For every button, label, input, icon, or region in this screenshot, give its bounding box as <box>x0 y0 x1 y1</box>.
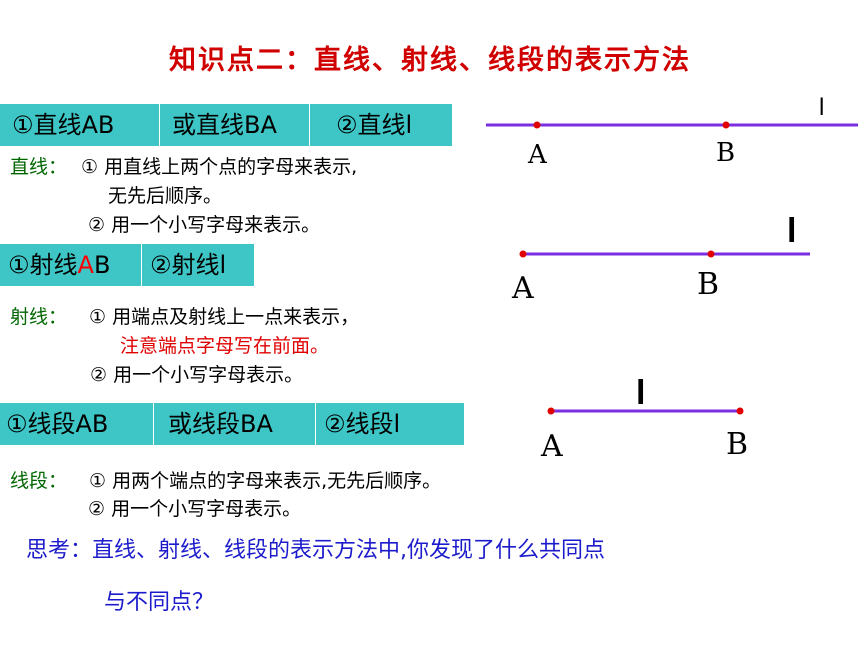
line-point-b <box>722 121 730 129</box>
line-notation-3: ②直线l <box>336 111 413 139</box>
line-point-a <box>533 121 541 129</box>
segment-notation-2: 或线段BA <box>154 403 316 445</box>
segment-rule-2: ② 用一个小写字母表示。 <box>88 498 302 520</box>
line-label-b: B <box>716 138 735 168</box>
segment-notation-3: ②线段l <box>324 410 401 438</box>
ray-label: 射线： <box>10 306 68 328</box>
line-rule-1-cont: 无先后顺序。 <box>108 185 223 207</box>
line-figure: A B l <box>486 94 858 170</box>
ray-rule-1-note: 注意端点字母写在前面。 <box>120 335 330 357</box>
slide-title: 知识点二：直线、射线、线段的表示方法 <box>169 45 691 76</box>
segment-point-b <box>736 407 744 415</box>
line-rule-2: ② 用一个小写字母来表示。 <box>88 214 321 236</box>
ray-label-l: l <box>787 212 796 250</box>
ray-point-b <box>707 250 715 258</box>
ray-point-a <box>519 250 527 258</box>
ray-rule-1: 射线： ① 用端点及射线上一点来表示， <box>10 302 359 329</box>
segment-point-a <box>547 407 555 415</box>
line-notation-1: ①直线AB <box>0 104 160 146</box>
line-label: 直线： <box>10 156 68 178</box>
ray-rule-2: ② 用一个小写字母表示。 <box>90 364 304 386</box>
segment-figure: A B l <box>540 374 748 464</box>
segment-rule-1: 线段： ① 用两个端点的字母来表示,无先后顺序。 <box>10 466 441 493</box>
ray-notation-1-a: A <box>77 251 94 279</box>
line-notation-2: 或直线BA <box>160 104 310 146</box>
ray-notation-2: ②射线l <box>150 251 227 279</box>
line-rule-1: 直线： ① 用直线上两个点的字母来表示, <box>10 152 357 179</box>
segment-label-a: A <box>540 429 563 464</box>
ray-notation-bar: ①射线AB ②射线l <box>0 244 254 286</box>
segment-label: 线段： <box>10 470 68 492</box>
ray-rule-1-text: ① 用端点及射线上一点来表示， <box>89 306 360 328</box>
segment-rule-1-text: ① 用两个端点的字母来表示,无先后顺序。 <box>89 470 442 492</box>
segment-notation-bar: ①线段AB 或线段BA ②线段l <box>0 403 464 445</box>
line-notation-bar: ①直线AB 或直线BA ②直线l <box>0 104 452 146</box>
ray-notation-1: ①射线AB <box>0 244 142 286</box>
think-question-line-1: 思考：直线、射线、线段的表示方法中,你发现了什么共同点 <box>26 538 605 563</box>
line-label-a: A <box>527 140 548 170</box>
line-rule-1-text: ① 用直线上两个点的字母来表示, <box>81 156 358 178</box>
segment-notation-1: ①线段AB <box>0 403 154 445</box>
line-label-l: l <box>819 94 824 121</box>
ray-notation-1-b: B <box>93 251 111 279</box>
ray-notation-1-pre: ①射线 <box>8 251 78 279</box>
segment-label-b: B <box>726 427 748 462</box>
ray-label-b: B <box>697 267 719 302</box>
think-question-line-2: 与不同点？ <box>104 590 215 615</box>
ray-label-a: A <box>511 271 534 306</box>
ray-figure: A B l <box>511 212 810 306</box>
segment-label-l: l <box>636 374 645 412</box>
